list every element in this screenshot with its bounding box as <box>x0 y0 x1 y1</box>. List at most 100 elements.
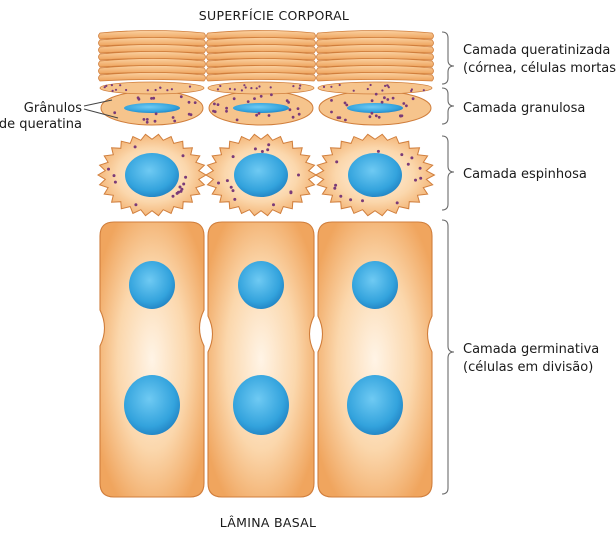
keratin-granule <box>233 197 237 201</box>
granular-cell-thin <box>317 81 433 95</box>
keratin-granule <box>182 182 186 186</box>
spinous-layer-cells <box>97 133 436 217</box>
keratin-granule <box>419 176 423 180</box>
keratin-granule <box>269 86 272 89</box>
keratin-granule <box>402 102 406 105</box>
keratin-granule <box>370 111 374 115</box>
germinative-nucleus-lower <box>233 375 289 435</box>
granules-pointer-2 <box>83 108 119 119</box>
keratin-granule <box>330 110 333 114</box>
bottom-label: LÂMINA BASAL <box>220 515 317 530</box>
keratin-granule <box>377 115 381 119</box>
keratin-granule <box>391 96 395 100</box>
keratin-granule <box>145 118 149 121</box>
spinous-nucleus <box>234 153 288 197</box>
keratin-sheet <box>206 30 316 40</box>
granules-callout: Grânulos de queratina <box>0 99 119 132</box>
keratin-granule <box>225 109 228 113</box>
keratin-sheet <box>206 58 316 68</box>
keratin-granule <box>267 143 271 147</box>
keratin-granule <box>216 88 219 91</box>
keratin-sheet <box>206 37 316 47</box>
keratin-granule <box>228 87 232 90</box>
keratin-granule <box>291 115 295 119</box>
keratin-granule <box>297 173 300 177</box>
keratinized-layer-cells <box>98 30 434 82</box>
keratin-granule <box>159 86 162 89</box>
spinous-nucleus <box>348 153 402 197</box>
keratin-granule <box>133 145 137 149</box>
keratin-sheet <box>316 30 434 40</box>
keratin-granule <box>171 194 175 198</box>
keratin-granule <box>380 100 384 104</box>
keratin-granule <box>235 118 239 122</box>
keratin-granule <box>344 118 347 122</box>
keratin-sheet <box>98 58 206 68</box>
keratin-granule <box>255 113 258 117</box>
keratin-granule <box>105 84 108 87</box>
keratin-granule <box>212 109 215 113</box>
germinative-cell <box>207 221 315 498</box>
granules-label-line2: de queratina <box>0 117 82 132</box>
keratin-granule <box>330 99 333 102</box>
germinative-nucleus-lower <box>124 375 180 435</box>
keratin-granule <box>107 167 110 171</box>
top-label: SUPERFÍCIE CORPORAL <box>199 8 349 23</box>
keratin-granule <box>395 201 399 205</box>
keratin-granule <box>322 85 326 88</box>
keratin-sheet <box>316 72 434 82</box>
keratin-granule <box>173 119 177 123</box>
granules-label-line1: Grânulos <box>24 101 82 116</box>
keratin-granule <box>150 97 153 100</box>
keratin-granule <box>405 104 408 108</box>
germinative-nucleus-upper <box>129 261 175 309</box>
keratin-granule <box>418 166 422 170</box>
keratin-granule <box>213 102 216 106</box>
layer-label-germinative: Camada germinativa (células em divisão) <box>463 342 599 375</box>
brace-germinative <box>441 219 455 495</box>
keratin-granule <box>338 83 341 87</box>
keratin-granule <box>232 97 236 101</box>
layer-label-granular: Camada granulosa <box>463 101 585 116</box>
keratin-granule <box>374 92 378 96</box>
keratin-granule <box>113 111 117 115</box>
keratin-granule <box>231 189 235 193</box>
keratin-granule <box>368 115 372 119</box>
keratin-granule <box>114 88 118 91</box>
keratin-granule <box>410 88 413 91</box>
keratin-granule <box>171 116 175 119</box>
keratin-granule <box>184 175 188 179</box>
keratin-granule <box>369 83 372 87</box>
keratin-sheet <box>206 72 316 82</box>
keratin-granule <box>136 96 140 100</box>
keratin-granule <box>361 199 364 203</box>
keratin-granule <box>193 101 197 104</box>
svg-text:Camada queratinizada: Camada queratinizada <box>463 43 610 58</box>
keratin-granule <box>219 84 222 88</box>
keratin-granule <box>299 84 302 87</box>
keratin-sheet <box>316 51 434 61</box>
keratin-sheet <box>316 65 434 75</box>
keratin-granule <box>399 114 402 118</box>
keratin-granule <box>414 178 417 182</box>
keratin-granule <box>387 86 390 89</box>
keratin-granule <box>330 85 333 88</box>
granular-cell-thin <box>99 81 205 95</box>
granular-nucleus <box>347 103 403 113</box>
keratin-sheet <box>98 37 206 47</box>
keratin-sheet <box>98 72 206 82</box>
keratin-granule <box>383 96 386 100</box>
keratin-granule <box>297 112 301 116</box>
germinative-nucleus-upper <box>238 261 284 309</box>
germinative-layer-cells <box>99 221 433 498</box>
granular-nucleus <box>233 103 289 113</box>
keratin-granule <box>410 156 414 160</box>
keratin-granule <box>255 87 258 90</box>
keratin-granule <box>381 89 384 92</box>
svg-text:Camada germinativa: Camada germinativa <box>463 342 599 357</box>
keratin-granule <box>366 87 369 91</box>
svg-text:Camada espinhosa: Camada espinhosa <box>463 167 587 182</box>
keratin-granule <box>216 103 220 106</box>
keratin-granule <box>112 174 116 178</box>
